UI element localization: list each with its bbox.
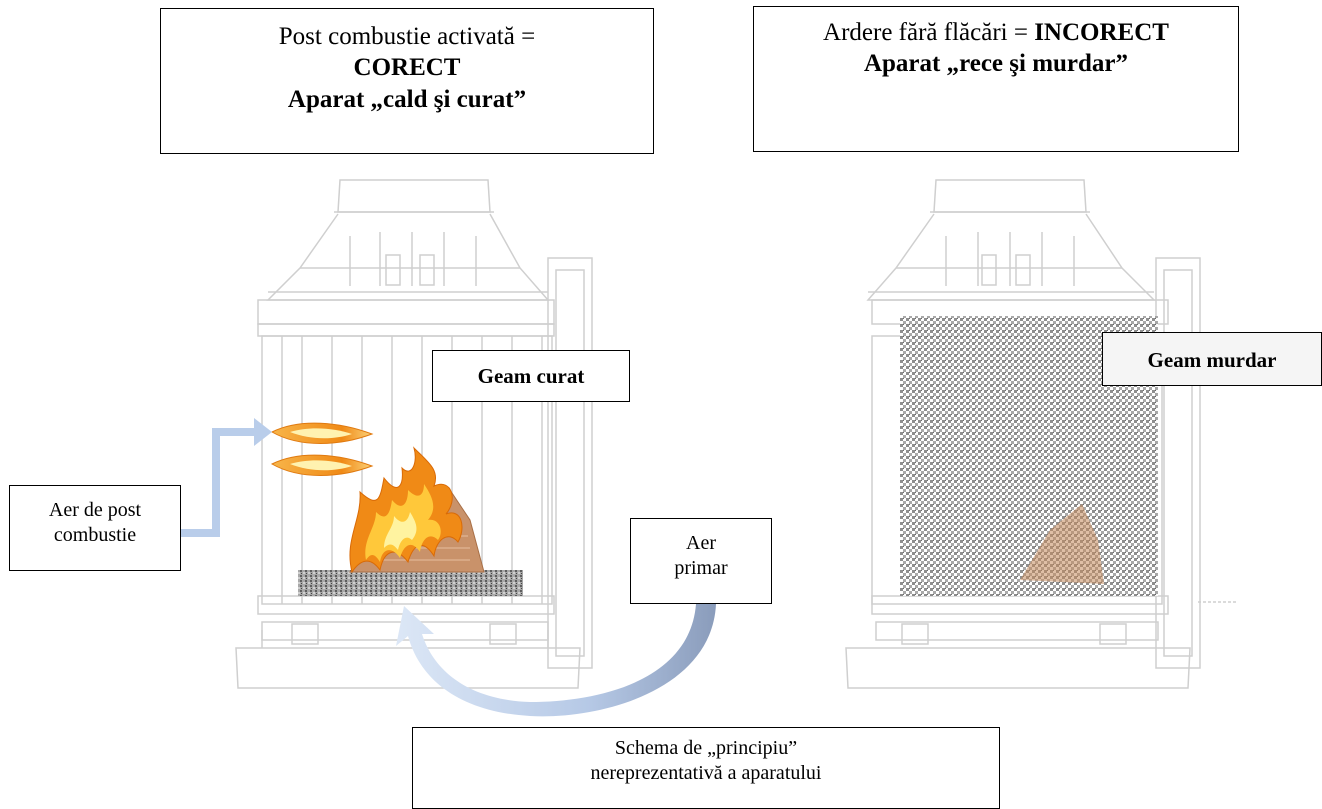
geam-curat-label: Geam curat (432, 350, 630, 402)
incorrect-caption-line1: Ardere fără flăcări = INCORECT (754, 17, 1238, 48)
incorrect-caption-line2: Aparat „rece şi murdar” (863, 50, 1129, 78)
correct-caption-line1: Post combustie activată = (278, 23, 536, 50)
fire (349, 446, 463, 574)
post-combustion-flames (270, 422, 374, 476)
correct-caption-line3: Aparat „cald şi curat” (287, 85, 527, 113)
incorrect-caption-text: Ardere fără flăcări = (823, 19, 1035, 46)
aer-post-label: Aer de post combustie (9, 485, 181, 571)
incorrect-caption: Ardere fără flăcări = INCORECT Aparat „r… (753, 6, 1239, 152)
aer-primar-label-line1: Aer (686, 532, 716, 554)
correct-caption: Post combustie activată = CORECT Aparat … (160, 8, 654, 154)
aer-post-label-line1: Aer de post (48, 499, 142, 521)
aer-primar-label-line2: primar (674, 557, 728, 579)
incorrect-caption-verdict: INCORECT (1034, 19, 1169, 46)
aer-post-arrow (181, 418, 272, 537)
aer-primar-label: Aer primar (630, 518, 772, 604)
correct-caption-verdict: CORECT (353, 54, 461, 82)
schema-note-line1: Schema de „principiu” (614, 737, 798, 759)
ash-bed-left (298, 570, 523, 596)
aer-primar-arrow (396, 604, 716, 717)
schema-note-line2: nereprezentativă a aparatului (590, 762, 822, 784)
geam-murdar-label: Geam murdar (1102, 332, 1322, 386)
aer-post-label-line2: combustie (53, 524, 137, 546)
schema-note: Schema de „principiu” nereprezentativă a… (412, 727, 1000, 809)
